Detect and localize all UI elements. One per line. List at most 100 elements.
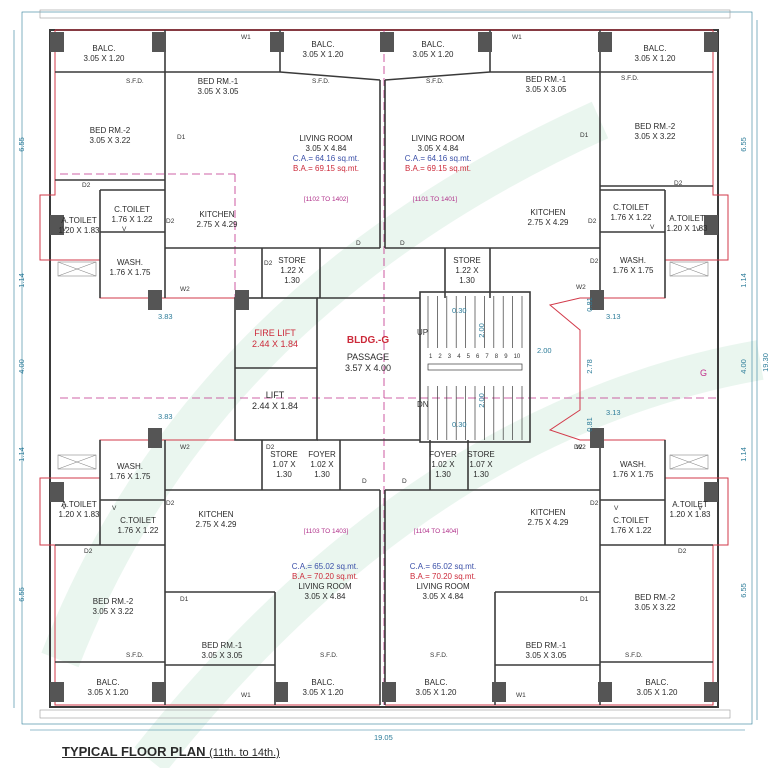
door-tag: D2 — [82, 182, 91, 189]
room-balcony: BALC.3.05 X 1.20 — [636, 678, 678, 697]
dimension-label: 1.14 — [16, 447, 26, 462]
room-balcony: BALC.3.05 X 1.20 — [412, 40, 454, 59]
structural-column — [50, 32, 64, 52]
structural-columns — [50, 32, 718, 702]
structural-column — [382, 682, 396, 702]
stair-step-number: 4 — [457, 354, 461, 360]
structural-column — [704, 215, 718, 235]
room-living: C.A.= 65.02 sq.mt.B.A.= 70.20 sq.mt.LIVI… — [409, 562, 477, 601]
sfd-tag: S.F.D. — [126, 78, 144, 85]
door-tag: D2 — [166, 500, 175, 507]
stair-up-label: UP — [417, 328, 429, 337]
window-tag: W1 — [241, 692, 251, 699]
door-tag: D2 — [590, 258, 599, 265]
dimension-label: 3.83 — [158, 412, 173, 421]
stair-down-label: DN — [417, 400, 429, 409]
unit-range: [1104 TO 1404] — [413, 528, 459, 535]
stair-step-number: 7 — [485, 354, 489, 360]
door-tag: D2 — [674, 180, 683, 187]
sfd-tag: S.F.D. — [625, 652, 643, 659]
structural-column — [270, 32, 284, 52]
ventilator-tag: V — [696, 226, 701, 233]
structural-column — [492, 682, 506, 702]
dimension-label: 3.13 — [606, 312, 621, 321]
window-strips — [39, 9, 731, 719]
door-tag: D2 — [264, 260, 273, 267]
duct-shafts — [57, 261, 709, 470]
structural-column — [152, 32, 166, 52]
structural-column — [598, 32, 612, 52]
structural-column — [704, 482, 718, 502]
unit-range: [1103 TO 1403] — [303, 528, 349, 535]
dimension-label: 0.30 — [452, 306, 467, 315]
structural-column — [478, 32, 492, 52]
dimension-label: 0.81 — [584, 297, 594, 312]
room-balcony: BALC.3.05 X 1.20 — [83, 44, 125, 63]
grid-mark: G — [700, 368, 708, 378]
dimension-label: 6.55 — [16, 587, 26, 602]
dimension-label: 4.00 — [738, 359, 748, 374]
window-tag: W1 — [516, 692, 526, 699]
sfd-tag: S.F.D. — [126, 652, 144, 659]
dimension-label: 6.55 — [738, 583, 748, 598]
dimension-label: 0.81 — [584, 417, 594, 432]
dimension-label: 1.14 — [738, 273, 748, 288]
door-tag: D1 — [177, 134, 186, 141]
dimension-label: 3.13 — [606, 408, 621, 417]
ventilator-tag: V — [122, 226, 127, 233]
structural-column — [235, 290, 249, 310]
ventilator-tag: V — [614, 505, 619, 512]
room-wash: WASH.1.76 X 1.75 — [612, 256, 654, 275]
dimension-label: 4.00 — [16, 359, 26, 374]
door-tag: D2 — [588, 218, 597, 225]
overall-width-dimension: 19.05 — [374, 733, 393, 742]
window-tag: W2 — [576, 284, 586, 291]
door-tag: D — [402, 478, 407, 485]
room-wash: WASH.1.76 X 1.75 — [612, 460, 654, 479]
unit-range: [1101 TO 1401] — [412, 196, 458, 203]
dimension-label: 1.14 — [738, 447, 748, 462]
structural-column — [148, 290, 162, 310]
sfd-tag: S.F.D. — [320, 652, 338, 659]
structural-column — [152, 682, 166, 702]
structural-column — [50, 682, 64, 702]
dimension-label: 2.00 — [476, 323, 486, 338]
dimension-label: 2.00 — [476, 393, 486, 408]
unit-range: [1102 TO 1402] — [303, 196, 349, 203]
stair-step-number: 1 — [429, 354, 433, 360]
dimension-label: 6.55 — [738, 137, 748, 152]
stair-step-number: 10 — [513, 354, 521, 360]
room-living: C.A.= 65.02 sq.mt.B.A.= 70.20 sq.mt.LIVI… — [291, 562, 359, 601]
stair-step-number: 8 — [494, 354, 499, 360]
dimension-label: 3.83 — [158, 312, 173, 321]
structural-column — [50, 482, 64, 502]
room-balcony: BALC.3.05 X 1.20 — [302, 40, 344, 59]
structural-column — [50, 215, 64, 235]
door-tag: D2 — [574, 444, 583, 451]
structural-column — [590, 290, 604, 310]
sfd-tag: S.F.D. — [312, 78, 330, 85]
